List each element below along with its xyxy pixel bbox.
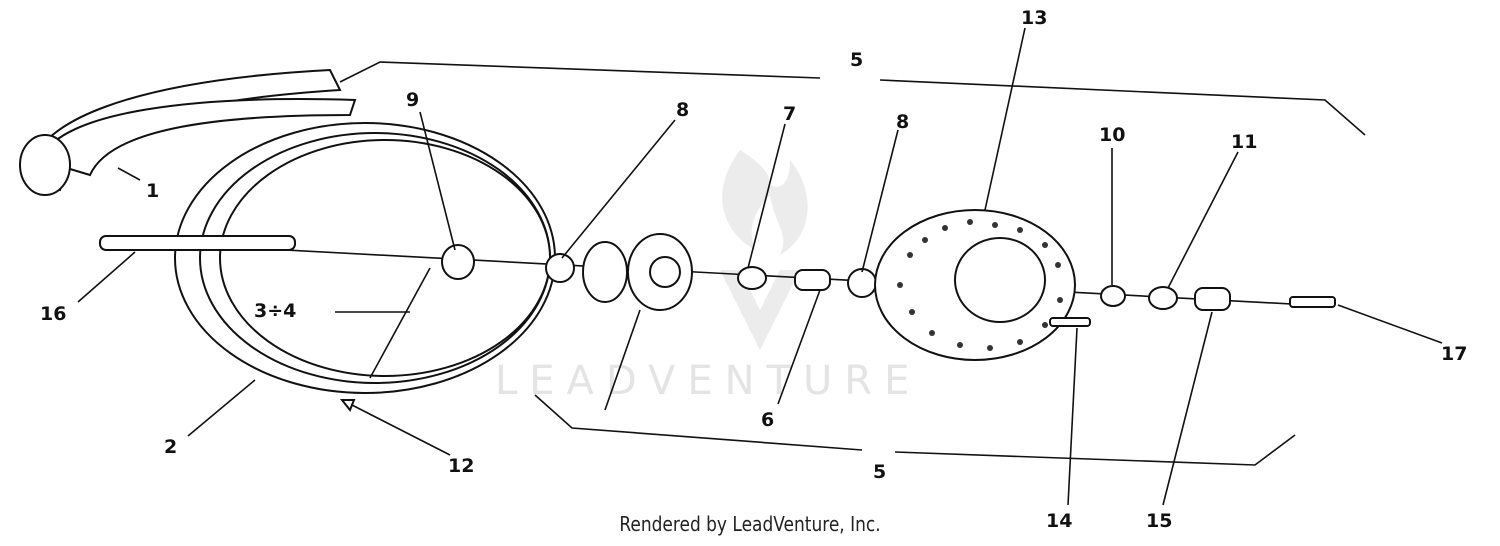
label-11: 11: [1231, 131, 1257, 153]
bracket-bottom-left: [534, 394, 863, 451]
label-5-top: 5: [850, 49, 863, 71]
label-3-4: 3÷4: [254, 300, 296, 322]
label-13: 13: [1021, 7, 1047, 29]
watermark-logo: [720, 150, 808, 350]
bracket-bottom-right: [894, 434, 1296, 466]
label-17: 17: [1441, 343, 1467, 365]
seal-7: [737, 266, 767, 290]
label-5-bottom: 5: [873, 461, 886, 483]
label-10: 10: [1099, 124, 1125, 146]
bearing-9: [441, 244, 475, 280]
label-1: 1: [146, 180, 159, 202]
spacer-15: [1194, 287, 1231, 311]
label-14: 14: [1046, 510, 1072, 532]
label-8-left: 8: [676, 99, 689, 121]
bracket-top-left: [339, 61, 821, 83]
brake-disc: [874, 209, 1076, 361]
spacer-6: [794, 269, 831, 291]
bearing-8-left: [545, 253, 575, 283]
hub-left: [582, 241, 628, 303]
seal-11: [1148, 286, 1178, 310]
label-12: 12: [448, 455, 474, 477]
label-16: 16: [40, 303, 66, 325]
screw-14: [1049, 317, 1091, 327]
bearing-8-right: [847, 268, 877, 298]
bolt-17: [1289, 296, 1336, 308]
rim: [174, 122, 556, 394]
spoke: [369, 267, 431, 379]
footer-credit: Rendered by LeadVenture, Inc.: [619, 512, 881, 536]
label-9: 9: [406, 89, 419, 111]
bracket-top-right: [879, 79, 1366, 136]
axle: [99, 235, 296, 251]
circlip-10: [1100, 285, 1126, 307]
label-2: 2: [164, 436, 177, 458]
leader-lines: [77, 27, 1443, 506]
watermark: LEADVENTURE: [495, 358, 921, 404]
label-15: 15: [1146, 510, 1172, 532]
label-6: 6: [761, 409, 774, 431]
tire: [19, 68, 357, 196]
label-7: 7: [783, 103, 796, 125]
hub-center: [649, 256, 681, 288]
label-8-right: 8: [896, 111, 909, 133]
